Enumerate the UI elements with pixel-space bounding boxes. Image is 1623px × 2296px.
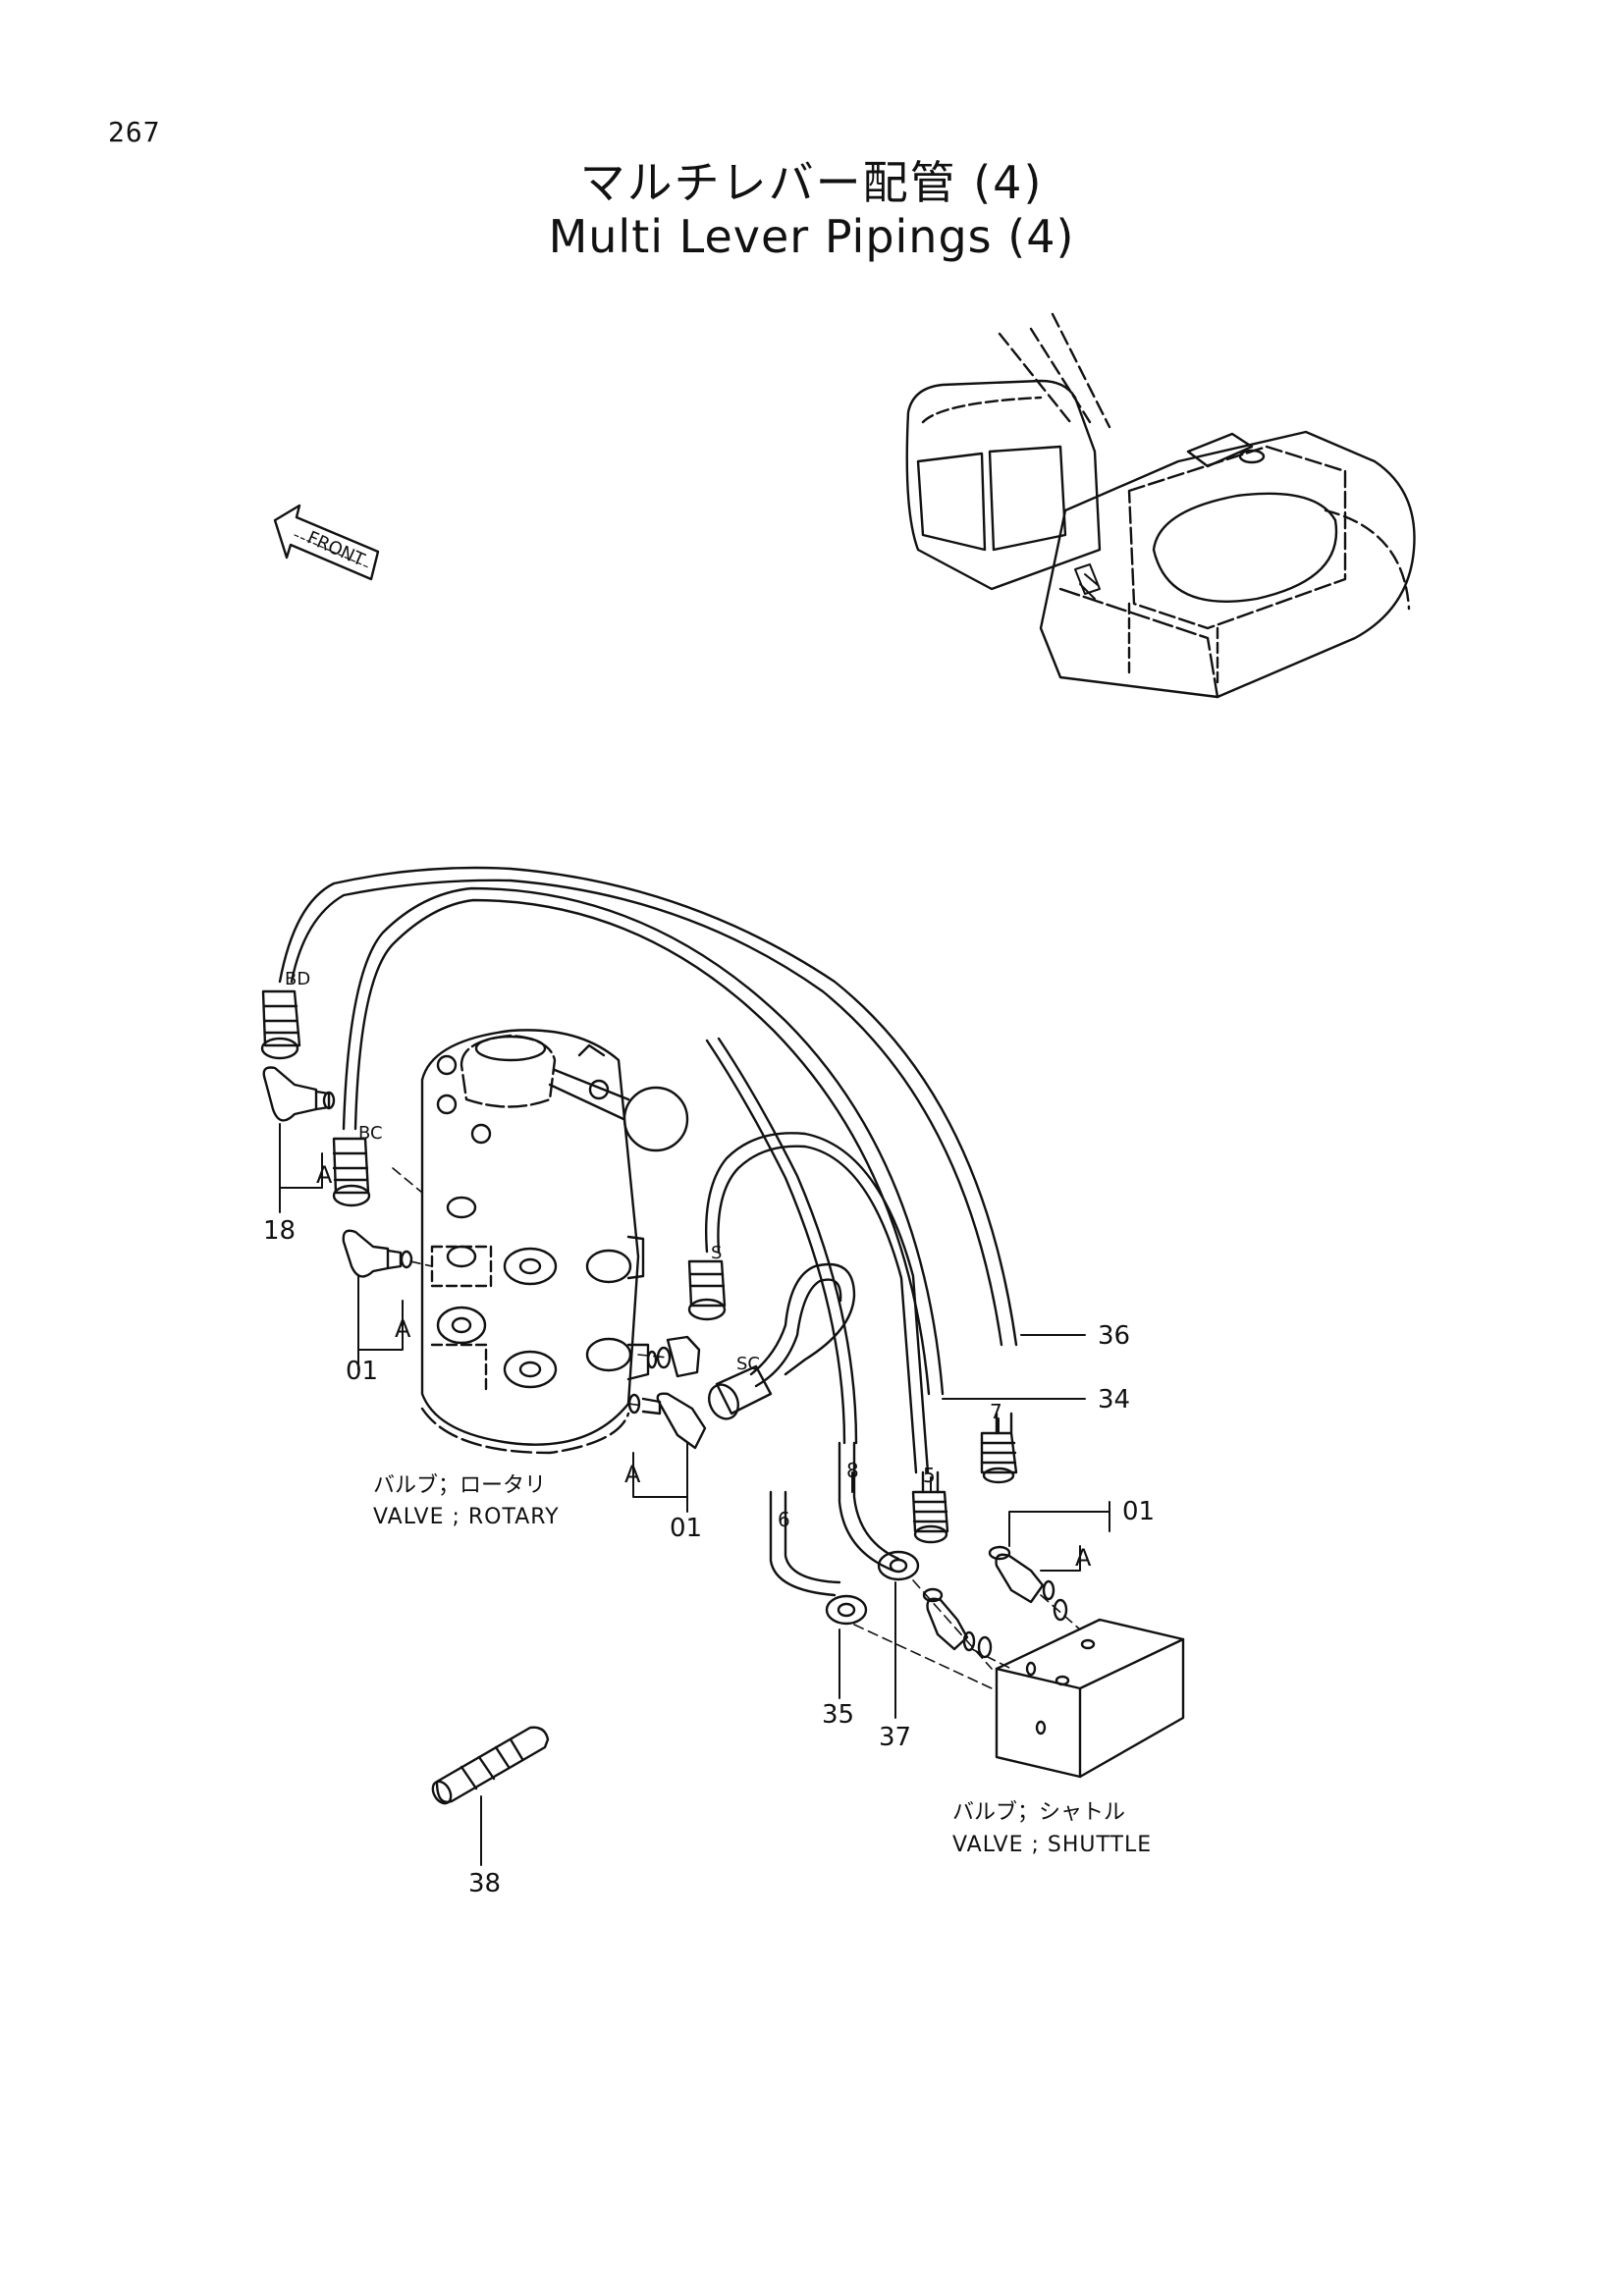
fitting-01-right-elbow bbox=[988, 1545, 1055, 1604]
leader-lines bbox=[279, 1123, 1110, 1719]
fitting-37-nut bbox=[877, 1550, 920, 1581]
fitting-center-elbow bbox=[646, 1335, 701, 1378]
fitting-18-elbow bbox=[262, 1066, 336, 1122]
fitting-shuttle-elbow bbox=[922, 1587, 976, 1652]
fitting-01-center-elbow bbox=[627, 1392, 707, 1450]
port-label-bd: BD bbox=[285, 969, 310, 989]
part-number-01-left: 01 bbox=[346, 1357, 378, 1386]
hose-label-7: 7 bbox=[990, 1400, 1002, 1423]
fitting-bd-connector bbox=[260, 989, 301, 1060]
rotary-valve-label-ja: バルブ；ロータリ bbox=[373, 1473, 546, 1498]
shuttle-valve-illustration bbox=[995, 1618, 1185, 1779]
page-title-japanese: マルチレバー配管 (4) bbox=[579, 156, 1044, 209]
assembly-centerlines bbox=[392, 1167, 1081, 1689]
detail-letter-a-right: A bbox=[1075, 1544, 1092, 1572]
detail-letter-a-18: A bbox=[316, 1161, 333, 1189]
front-direction-arrow: FRONT bbox=[273, 504, 380, 581]
fitting-hose-5-end bbox=[911, 1490, 949, 1544]
part-number-18: 18 bbox=[263, 1216, 296, 1246]
fitting-sc-connector bbox=[708, 1364, 773, 1420]
page-title-english: Multi Lever Pipings (4) bbox=[548, 210, 1075, 263]
fitting-01-left-elbow bbox=[342, 1229, 413, 1278]
port-label-sc: SC bbox=[736, 1354, 760, 1374]
part-number-34: 34 bbox=[1098, 1385, 1130, 1415]
rotary-valve-label-en: VALVE ; ROTARY bbox=[373, 1505, 560, 1529]
hose-label-8: 8 bbox=[846, 1459, 859, 1482]
port-label-s: S bbox=[711, 1243, 722, 1263]
part-number-01-right: 01 bbox=[1122, 1497, 1155, 1526]
part-38-illustration bbox=[431, 1726, 550, 1866]
diagram-labels: BD BC S SC 7 5 8 6 A A A A 18 01 01 01 3… bbox=[263, 969, 1155, 1898]
part-number-36: 36 bbox=[1098, 1321, 1130, 1351]
hose-routing bbox=[278, 866, 1018, 1597]
fitting-35-nut bbox=[825, 1594, 868, 1626]
page-number: 267 bbox=[108, 116, 161, 148]
port-label-bc: BC bbox=[358, 1123, 383, 1144]
part-number-37: 37 bbox=[879, 1723, 911, 1752]
o-rings bbox=[977, 1598, 1068, 1659]
fitting-hose-7-end bbox=[980, 1431, 1018, 1484]
fitting-bc-connector bbox=[332, 1137, 371, 1207]
part-number-01-center: 01 bbox=[670, 1514, 702, 1543]
hose-label-6: 6 bbox=[778, 1508, 790, 1531]
excavator-overview-illustration bbox=[905, 312, 1416, 699]
rotary-valve-illustration bbox=[420, 1029, 689, 1455]
detail-letter-a-left: A bbox=[395, 1315, 411, 1343]
shuttle-valve-label-en: VALVE ; SHUTTLE bbox=[952, 1833, 1152, 1857]
hose-label-5: 5 bbox=[923, 1464, 936, 1487]
detail-letter-a-center: A bbox=[624, 1461, 641, 1488]
part-number-35: 35 bbox=[822, 1700, 854, 1730]
shuttle-valve-label-ja: バルブ；シャトル bbox=[952, 1800, 1125, 1825]
part-number-38: 38 bbox=[468, 1869, 501, 1898]
fitting-s-connector bbox=[687, 1259, 727, 1321]
